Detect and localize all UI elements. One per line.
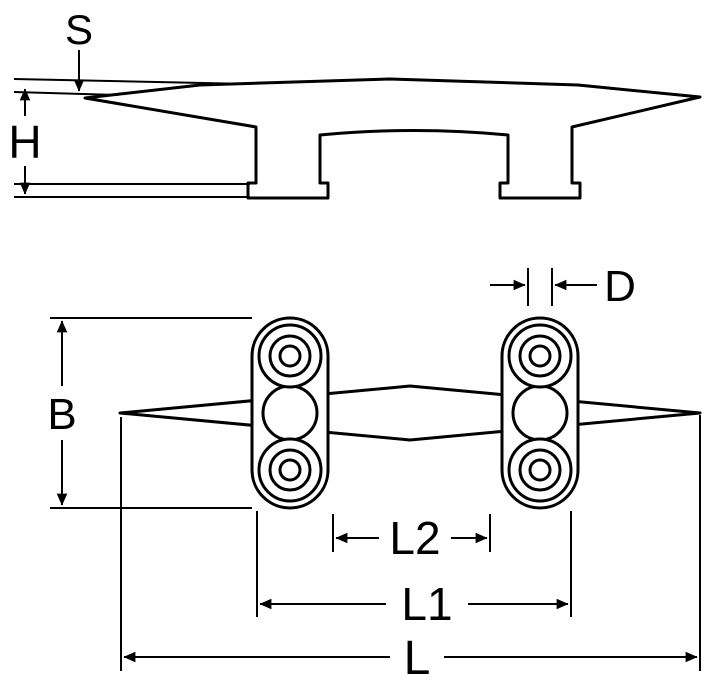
center-boss-left [261,384,319,442]
bolt-hole-right-bottom [507,437,573,503]
plan-view: D B L2 [47,262,702,685]
bolt-hole-inner-ring [528,344,552,368]
dimension-s: S [65,6,93,92]
top-surface-extension-line [13,78,251,85]
dimension-label-h: H [8,116,41,168]
dimension-h: H [8,88,42,195]
center-boss-right [511,384,569,442]
side-view: S H [8,6,702,200]
dimension-label-b: B [47,390,76,439]
dimension-label-l1: L1 [401,578,452,630]
dimension-l: L [120,415,701,685]
dimension-label-s: S [65,6,93,53]
horn-surface-extension-line [13,91,119,96]
bolt-hole-left-bottom [257,437,323,503]
cleat-side-profile [83,77,702,200]
dimension-label-l: L [404,632,431,685]
dimension-d: D [490,262,636,311]
bolt-hole-inner-ring [528,458,552,482]
dimension-label-d: D [604,262,636,311]
dimension-l2: L2 [332,512,491,564]
cleat-plan-outline [118,384,702,442]
bolt-hole-inner-ring [278,344,302,368]
bolt-hole-inner-ring [278,458,302,482]
dimension-label-l2: L2 [389,512,440,564]
dimension-b: B [47,317,252,509]
bolt-hole-right-top [507,323,573,389]
dimension-l1: L1 [256,511,572,630]
bolt-hole-left-top [257,323,323,389]
